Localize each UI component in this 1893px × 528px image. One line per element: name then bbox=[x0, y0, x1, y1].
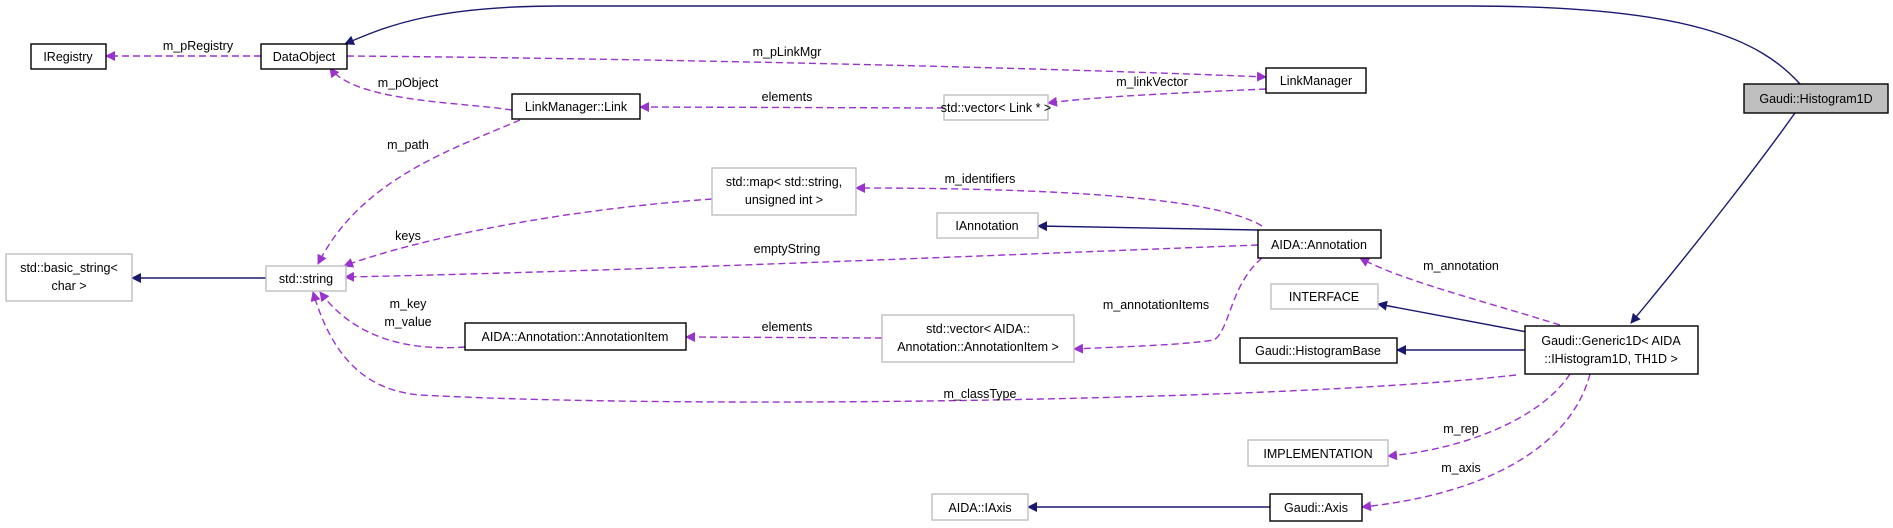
node-label-link: LinkManager::Link bbox=[525, 100, 628, 114]
inheritance-edges bbox=[131, 5, 1807, 512]
edge-label-m-path: m_path bbox=[387, 138, 429, 152]
node-label-implementation: IMPLEMENTATION bbox=[1263, 447, 1372, 461]
node-iannotation[interactable]: IAnnotation bbox=[936, 212, 1039, 239]
edge-label-m-annotation: m_annotation bbox=[1423, 259, 1499, 273]
node-linkmanager[interactable]: LinkManager bbox=[1265, 67, 1367, 94]
node-label-annotation: AIDA::Annotation bbox=[1271, 238, 1367, 252]
node-dataobject[interactable]: DataObject bbox=[260, 43, 348, 70]
edge-label-m-classtype: m_classType bbox=[944, 387, 1017, 401]
node-label-map-line2: unsigned int > bbox=[745, 193, 823, 207]
nodes: Gaudi::Histogram1D DataObject IRegistry … bbox=[5, 43, 1889, 522]
edge-m-path bbox=[317, 119, 521, 265]
node-string[interactable]: std::string bbox=[265, 265, 347, 292]
node-interface[interactable]: INTERFACE bbox=[1270, 283, 1379, 310]
edge-m-rep bbox=[1387, 373, 1571, 461]
node-label-histogram1d: Gaudi::Histogram1D bbox=[1759, 92, 1872, 106]
edge-elements-links bbox=[639, 102, 945, 113]
node-basic-string[interactable]: std::basic_string< char > bbox=[5, 253, 133, 302]
node-label-basic-string-line2: char > bbox=[51, 279, 86, 293]
usage-edges bbox=[105, 51, 1591, 512]
node-label-vector-items-line2: Annotation::AnnotationItem > bbox=[897, 340, 1059, 354]
edge-keys bbox=[343, 198, 713, 268]
node-implementation[interactable]: IMPLEMENTATION bbox=[1247, 439, 1389, 467]
node-link[interactable]: LinkManager::Link bbox=[511, 93, 641, 120]
edge-label-m-linkvector: m_linkVector bbox=[1116, 75, 1188, 89]
edge-label-keys: keys bbox=[395, 229, 421, 243]
edge-m-axis bbox=[1361, 373, 1591, 512]
edge-m-key-m-value bbox=[319, 291, 466, 349]
edge-label-m-pobject: m_pObject bbox=[378, 76, 439, 90]
node-iregistry[interactable]: IRegistry bbox=[30, 43, 107, 70]
edge-histogram1d-to-generic1d bbox=[1630, 96, 1807, 324]
edge-labels: m_pRegistry m_pLinkMgr m_pObject element… bbox=[163, 39, 1499, 475]
edge-label-m-axis: m_axis bbox=[1441, 461, 1481, 475]
node-label-vector-items-line1: std::vector< AIDA:: bbox=[926, 322, 1030, 336]
node-label-axis: Gaudi::Axis bbox=[1284, 501, 1348, 515]
edge-m-classtype bbox=[310, 291, 1517, 403]
node-label-linkmanager: LinkManager bbox=[1280, 74, 1352, 88]
edge-label-m-plinkmgr: m_pLinkMgr bbox=[753, 45, 822, 59]
edge-histogram1d-to-dataobject bbox=[344, 5, 1801, 85]
node-label-iregistry: IRegistry bbox=[43, 50, 93, 64]
node-label-dataobject: DataObject bbox=[273, 50, 336, 64]
edge-label-m-key: m_key bbox=[390, 297, 428, 311]
edge-label-m-value: m_value bbox=[384, 315, 431, 329]
node-axis[interactable]: Gaudi::Axis bbox=[1269, 493, 1363, 522]
node-label-interface: INTERFACE bbox=[1289, 290, 1359, 304]
edge-annotation-to-iannotation bbox=[1037, 221, 1259, 232]
node-label-annotation-item: AIDA::Annotation::AnnotationItem bbox=[482, 330, 669, 344]
edge-m-annotationitems bbox=[1073, 257, 1263, 354]
node-label-iannotation: IAnnotation bbox=[955, 219, 1018, 233]
node-vector-items[interactable]: std::vector< AIDA:: Annotation::Annotati… bbox=[881, 314, 1075, 363]
edge-label-m-rep: m_rep bbox=[1443, 422, 1478, 436]
node-label-string: std::string bbox=[279, 272, 333, 286]
node-label-histogrambase: Gaudi::HistogramBase bbox=[1255, 344, 1381, 358]
node-label-iaxis: AIDA::IAxis bbox=[948, 501, 1011, 515]
node-label-generic1d-line1: Gaudi::Generic1D< AIDA bbox=[1541, 334, 1681, 348]
edge-m-identifiers bbox=[855, 183, 1263, 227]
edge-label-m-identifiers: m_identifiers bbox=[945, 172, 1016, 186]
edge-label-m-annotationitems: m_annotationItems bbox=[1103, 298, 1209, 312]
edge-emptystring bbox=[344, 244, 1259, 282]
edge-label-elements-links: elements bbox=[762, 90, 813, 104]
node-label-basic-string-line1: std::basic_string< bbox=[20, 261, 118, 275]
edge-m-plinkmgr bbox=[346, 55, 1267, 82]
edge-m-annotation bbox=[1359, 257, 1561, 326]
node-iaxis[interactable]: AIDA::IAxis bbox=[931, 493, 1029, 521]
edge-label-m-pregistry: m_pRegistry bbox=[163, 39, 234, 53]
edge-m-pobject bbox=[329, 67, 513, 111]
edge-label-emptystring: emptyString bbox=[754, 242, 821, 256]
node-label-vector-link: std::vector< Link * > bbox=[941, 101, 1051, 115]
edge-label-elements-items: elements bbox=[762, 320, 813, 334]
node-annotation[interactable]: AIDA::Annotation bbox=[1257, 229, 1382, 259]
node-annotation-item[interactable]: AIDA::Annotation::AnnotationItem bbox=[464, 322, 687, 351]
node-vector-link[interactable]: std::vector< Link * > bbox=[941, 94, 1051, 121]
node-histogrambase[interactable]: Gaudi::HistogramBase bbox=[1239, 337, 1398, 364]
edge-m-linkvector bbox=[1047, 88, 1267, 107]
edge-elements-items bbox=[685, 332, 883, 343]
node-label-map-line1: std::map< std::string, bbox=[726, 175, 842, 189]
edge-generic1d-to-interface bbox=[1377, 300, 1528, 333]
node-label-generic1d-line2: ::IHistogram1D, TH1D > bbox=[1544, 352, 1678, 366]
node-generic1d[interactable]: Gaudi::Generic1D< AIDA ::IHistogram1D, T… bbox=[1524, 325, 1699, 375]
node-map[interactable]: std::map< std::string, unsigned int > bbox=[711, 167, 857, 216]
node-histogram1d[interactable]: Gaudi::Histogram1D bbox=[1743, 83, 1889, 114]
